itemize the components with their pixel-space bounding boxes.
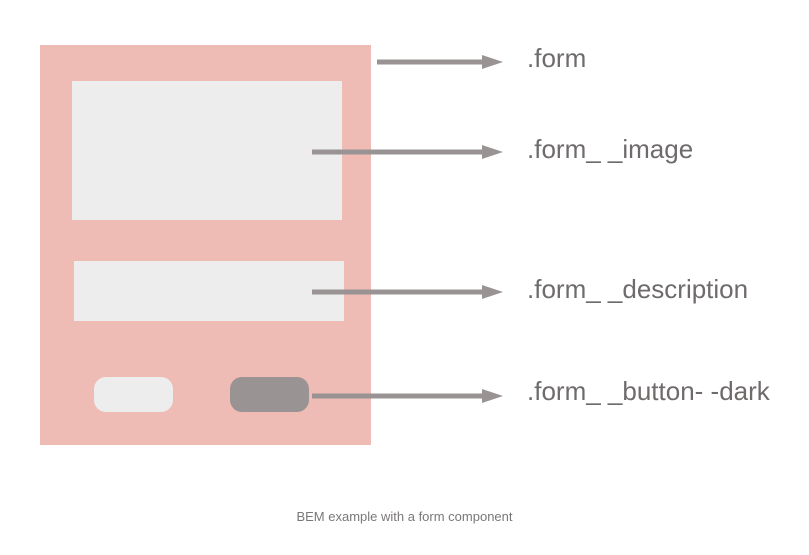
arrow-description <box>312 285 503 299</box>
form-button-dark <box>230 377 309 412</box>
form-button-light <box>94 377 173 412</box>
form-description-element <box>74 261 344 321</box>
label-form-image: .form_ _image <box>527 134 694 164</box>
label-form-button-dark: .form_ _button- -dark <box>527 376 770 406</box>
figure-caption: BEM example with a form component <box>296 509 513 524</box>
arrow-button-dark <box>312 389 503 403</box>
label-form-description: .form_ _description <box>527 274 749 304</box>
arrow-form <box>377 55 503 69</box>
label-form: .form <box>527 43 587 73</box>
arrow-image <box>312 145 503 159</box>
form-image-element <box>72 81 342 220</box>
